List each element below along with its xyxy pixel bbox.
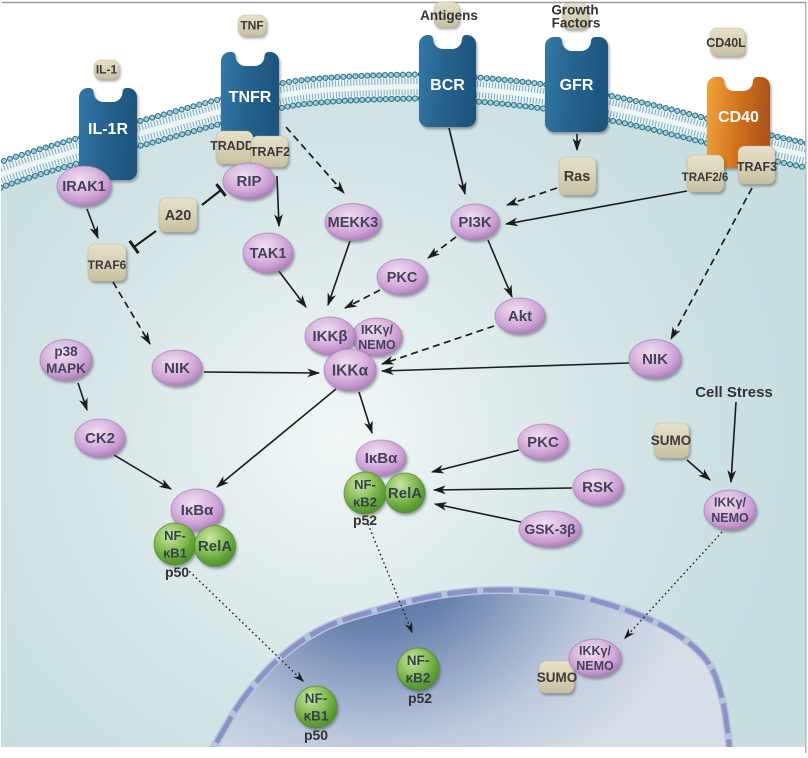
svg-text:MEKK3: MEKK3 <box>328 215 379 231</box>
svg-text:RSK: RSK <box>582 479 614 496</box>
svg-text:SUMO: SUMO <box>537 670 578 685</box>
svg-text:RIP: RIP <box>236 173 261 190</box>
svg-text:NIK: NIK <box>642 351 668 368</box>
svg-text:PI3K: PI3K <box>458 214 492 231</box>
svg-text:A20: A20 <box>165 208 192 224</box>
svg-text:NEMO: NEMO <box>358 338 396 352</box>
svg-text:NF-: NF- <box>305 691 328 706</box>
svg-text:RelA: RelA <box>388 485 422 502</box>
svg-text:PKC: PKC <box>387 270 418 286</box>
svg-text:IκBα: IκBα <box>181 502 214 519</box>
svg-text:IL-1R: IL-1R <box>88 121 128 138</box>
svg-text:BCR: BCR <box>430 77 465 94</box>
svg-text:IL-1: IL-1 <box>96 63 118 77</box>
svg-text:Antigens: Antigens <box>420 8 478 23</box>
svg-text:NEMO: NEMO <box>576 659 614 673</box>
svg-text:TNF: TNF <box>240 19 263 33</box>
svg-text:GFR: GFR <box>560 77 594 94</box>
svg-text:IKKγ/: IKKγ/ <box>714 496 746 510</box>
svg-text:IκBα: IκBα <box>365 450 398 467</box>
svg-text:TAK1: TAK1 <box>250 246 287 262</box>
svg-text:p38: p38 <box>54 344 78 359</box>
svg-text:NF-: NF- <box>164 528 186 543</box>
svg-text:TRAF2/6: TRAF2/6 <box>682 172 729 184</box>
svg-text:Factors: Factors <box>552 16 601 31</box>
svg-text:IKKγ/: IKKγ/ <box>579 644 611 658</box>
svg-text:SUMO: SUMO <box>651 433 692 448</box>
svg-text:Cell Stress: Cell Stress <box>695 384 773 401</box>
svg-text:TRADD: TRADD <box>210 139 254 153</box>
svg-text:κB1: κB1 <box>163 545 187 560</box>
svg-text:CD40: CD40 <box>718 109 759 126</box>
svg-text:IKKα: IKKα <box>332 362 369 379</box>
svg-text:κB2: κB2 <box>353 494 377 509</box>
svg-text:MAPK: MAPK <box>46 361 86 376</box>
svg-text:NF-: NF- <box>354 477 376 492</box>
svg-text:CK2: CK2 <box>85 430 115 447</box>
svg-text:NEMO: NEMO <box>711 511 749 525</box>
svg-text:p50: p50 <box>165 564 189 580</box>
svg-text:RelA: RelA <box>198 538 232 555</box>
svg-text:TRAF3: TRAF3 <box>737 160 777 174</box>
svg-text:Akt: Akt <box>508 308 532 325</box>
svg-text:CD40L: CD40L <box>706 36 746 50</box>
svg-text:GSK-3β: GSK-3β <box>524 521 576 537</box>
svg-text:IRAK1: IRAK1 <box>62 179 106 195</box>
svg-text:κB1: κB1 <box>304 709 329 724</box>
svg-text:p52: p52 <box>408 690 432 706</box>
svg-text:p50: p50 <box>304 727 328 743</box>
svg-text:κB2: κB2 <box>406 671 431 686</box>
svg-text:NIK: NIK <box>164 360 190 377</box>
svg-text:NF-: NF- <box>407 653 430 668</box>
svg-text:Ras: Ras <box>564 169 591 185</box>
svg-text:IKKγ/: IKKγ/ <box>361 323 393 337</box>
svg-text:IKKβ: IKKβ <box>313 328 348 345</box>
svg-text:p52: p52 <box>353 512 377 528</box>
svg-text:TRAF6: TRAF6 <box>88 258 127 272</box>
svg-text:TNFR: TNFR <box>229 89 272 106</box>
svg-text:PKC: PKC <box>527 434 559 451</box>
svg-text:TRAF2: TRAF2 <box>250 145 290 159</box>
